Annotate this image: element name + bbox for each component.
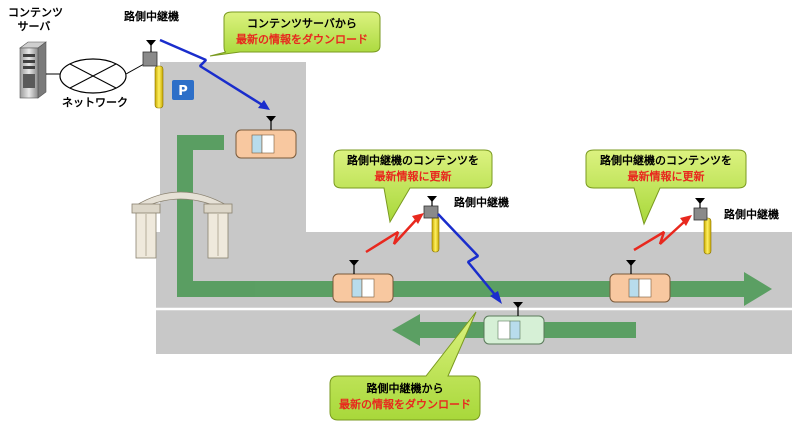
wireless-link-car-to-relay-right bbox=[633, 215, 692, 252]
roadside-relay-right bbox=[693, 198, 712, 255]
callout-right-text: 路側中継機のコンテンツを 最新情報に更新 bbox=[588, 153, 744, 185]
roadside-relay-top-label: 路側中継機 bbox=[124, 10, 179, 23]
callout-top-text: コンテンツサーバから 最新の情報をダウンロード bbox=[226, 16, 378, 48]
car-eastbound-left bbox=[332, 260, 394, 303]
network-label: ネットワーク bbox=[62, 96, 128, 109]
parking-sign-bg bbox=[172, 80, 194, 100]
callout-bottom bbox=[329, 311, 481, 421]
route-arrow-eastbound bbox=[177, 272, 772, 306]
callout-bottom-line1: 路側中継機から bbox=[366, 382, 444, 395]
roadside-relay-top bbox=[142, 40, 164, 109]
callout-mid-text: 路側中継機のコンテンツを 最新情報に更新 bbox=[336, 153, 490, 185]
callout-right bbox=[585, 149, 747, 226]
callout-right-line2: 最新情報に更新 bbox=[627, 170, 705, 183]
roadside-relay-mid bbox=[423, 196, 440, 253]
callout-mid-bubble bbox=[333, 149, 493, 224]
wireless-link-server-to-relay bbox=[159, 38, 270, 110]
route-arrow-vertical bbox=[177, 135, 193, 297]
car-westbound bbox=[483, 302, 545, 345]
callout-top-line1: コンテンツサーバから bbox=[247, 17, 357, 30]
content-server-label-line1: コンテンツ bbox=[8, 6, 63, 19]
car-eastbound-right bbox=[609, 260, 671, 303]
wireless-link-car-to-relay-mid bbox=[365, 213, 424, 254]
parking-sign: P bbox=[172, 80, 194, 100]
wireless-link-relay-to-car-mid bbox=[437, 213, 502, 304]
callout-top-bubble bbox=[209, 11, 381, 57]
callout-right-bubble bbox=[585, 149, 747, 226]
callout-mid-line1: 路側中継機のコンテンツを bbox=[347, 154, 479, 167]
content-server-label-line2: サーバ bbox=[17, 20, 51, 33]
callout-right-line1: 路側中継機のコンテンツを bbox=[600, 154, 732, 167]
callout-mid bbox=[333, 149, 493, 224]
route-arrow-top bbox=[177, 135, 224, 150]
roadside-relay-mid-label: 路側中継機 bbox=[454, 196, 509, 209]
gate-illustration bbox=[131, 191, 233, 259]
callout-top bbox=[209, 11, 381, 57]
server-icon bbox=[19, 41, 47, 99]
parking-sign-letter: P bbox=[178, 84, 188, 99]
network-icon bbox=[46, 58, 145, 94]
callout-bottom-line2: 最新の情報をダウンロード bbox=[339, 398, 471, 411]
callout-bottom-text: 路側中継機から 最新の情報をダウンロード bbox=[332, 381, 478, 413]
car-parked bbox=[235, 116, 297, 159]
content-server-label: コンテンツ サーバ bbox=[8, 6, 63, 34]
callout-mid-line2: 最新情報に更新 bbox=[374, 170, 452, 183]
route-arrow-outbound bbox=[177, 135, 772, 306]
callout-bottom-bubble bbox=[329, 311, 481, 421]
callout-top-line2: 最新の情報をダウンロード bbox=[236, 33, 368, 46]
roadside-relay-right-label: 路側中継機 bbox=[724, 208, 779, 221]
